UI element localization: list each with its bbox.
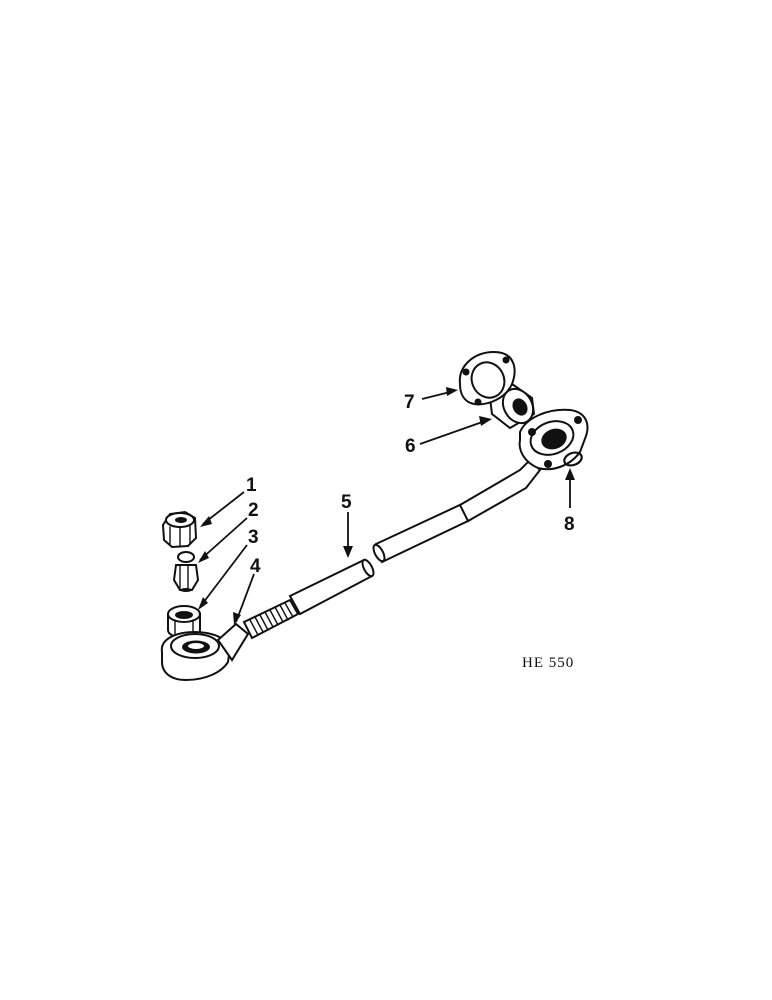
callout-1: 1 [246, 475, 257, 496]
part-2-fitting [172, 551, 200, 592]
leader-lines [198, 387, 575, 625]
figure-code: HE 550 [522, 655, 574, 671]
callout-5: 5 [341, 492, 352, 513]
part-4-rod-end [160, 598, 300, 682]
callout-labels: 1 2 3 4 5 6 7 8 [246, 392, 575, 577]
part-5-tube [288, 458, 542, 616]
bearing-housing [518, 408, 589, 471]
part-8-snap-ring [563, 451, 583, 467]
part-1-nut [161, 510, 198, 549]
callout-6: 6 [405, 436, 416, 457]
part-7-retainer-plate [458, 350, 516, 406]
callout-2: 2 [248, 500, 259, 521]
callout-8: 8 [564, 514, 575, 535]
callout-7: 7 [404, 392, 415, 413]
callout-3: 3 [248, 527, 259, 548]
callout-4: 4 [250, 556, 261, 577]
